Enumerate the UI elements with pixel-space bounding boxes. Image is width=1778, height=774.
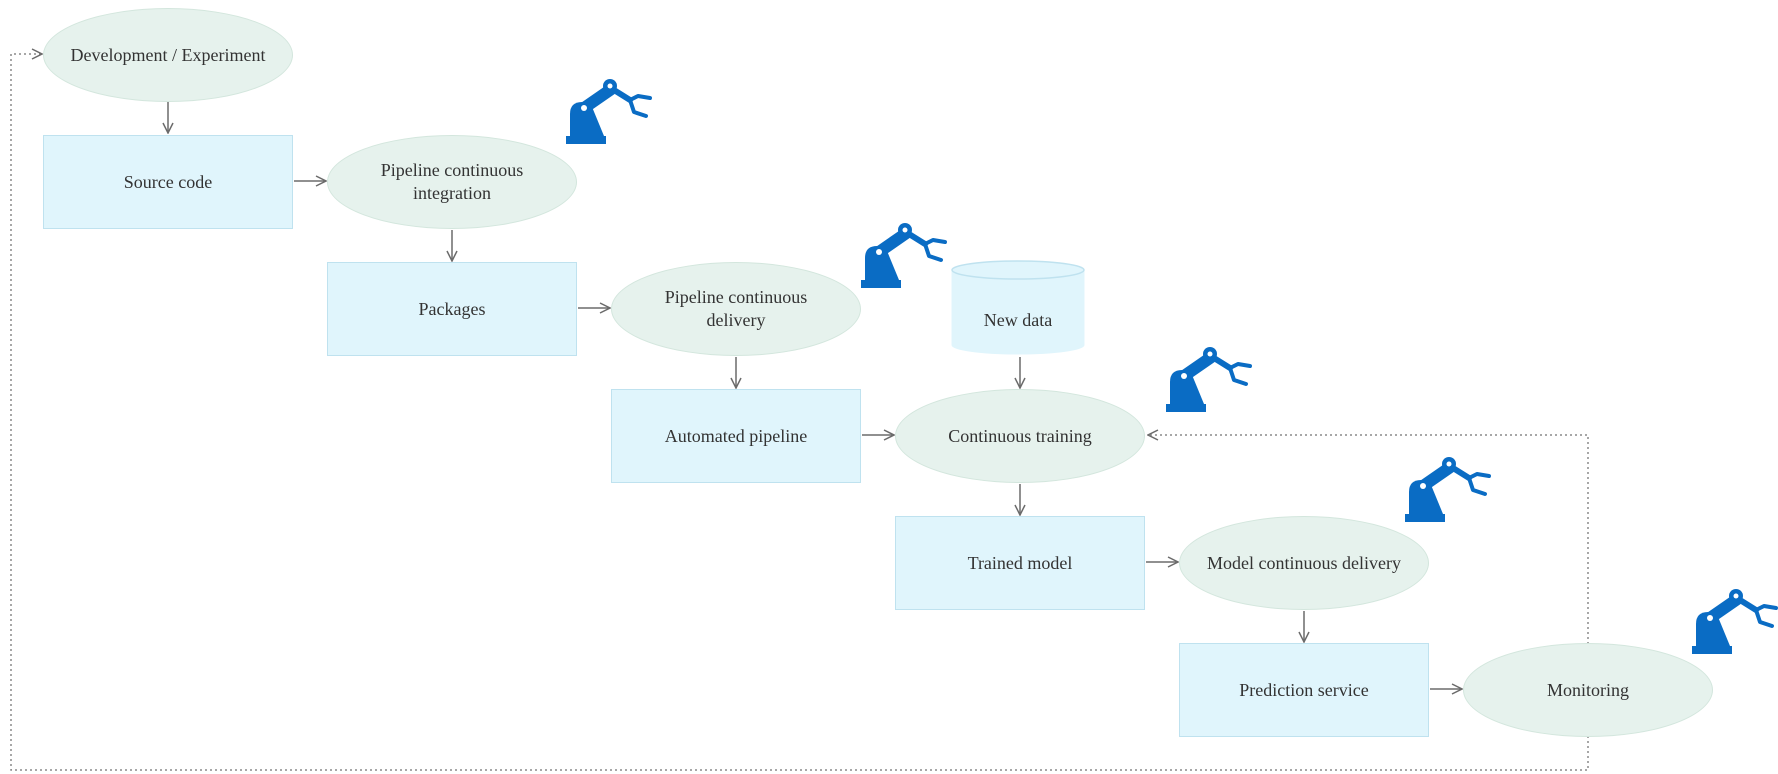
prediction-service-node: Prediction service (1179, 643, 1429, 737)
new-data-label: New data (983, 309, 1053, 330)
feedback-monitoring-to-development (10, 54, 1589, 771)
robot-arm-icon (1405, 457, 1491, 522)
new-data-cylinder (951, 260, 1085, 355)
development-experiment-node: Development / Experiment (43, 8, 293, 102)
robot-arm-icon (861, 223, 947, 288)
trained-model-node: Trained model (895, 516, 1145, 610)
source-code-label: Source code (123, 171, 213, 192)
automated-pipeline-label: Automated pipeline (664, 425, 808, 446)
prediction-service-label: Prediction service (1239, 679, 1369, 700)
pipeline-cd-node: Pipeline continuous delivery (611, 262, 861, 356)
pipeline-cd-label: Pipeline continuous delivery (664, 287, 808, 330)
trained-model-label: Trained model (967, 552, 1073, 573)
robot-arm-icon (1166, 347, 1252, 412)
robot-arm-icon (566, 79, 652, 144)
model-cd-node: Model continuous delivery (1179, 516, 1429, 610)
packages-node: Packages (327, 262, 577, 356)
robot-arm-icon (1692, 589, 1778, 654)
continuous-training-node: Continuous training (895, 389, 1145, 483)
packages-label: Packages (418, 298, 486, 319)
monitoring-label: Monitoring (1546, 679, 1629, 700)
development-experiment-label: Development / Experiment (70, 44, 266, 65)
pipeline-ci-label: Pipeline continuous integration (380, 160, 524, 203)
monitoring-node: Monitoring (1463, 643, 1713, 737)
model-cd-label: Model continuous delivery (1207, 552, 1401, 573)
pipeline-ci-node: Pipeline continuous integration (327, 135, 577, 229)
automated-pipeline-node: Automated pipeline (611, 389, 861, 483)
source-code-node: Source code (43, 135, 293, 229)
continuous-training-label: Continuous training (948, 425, 1092, 446)
